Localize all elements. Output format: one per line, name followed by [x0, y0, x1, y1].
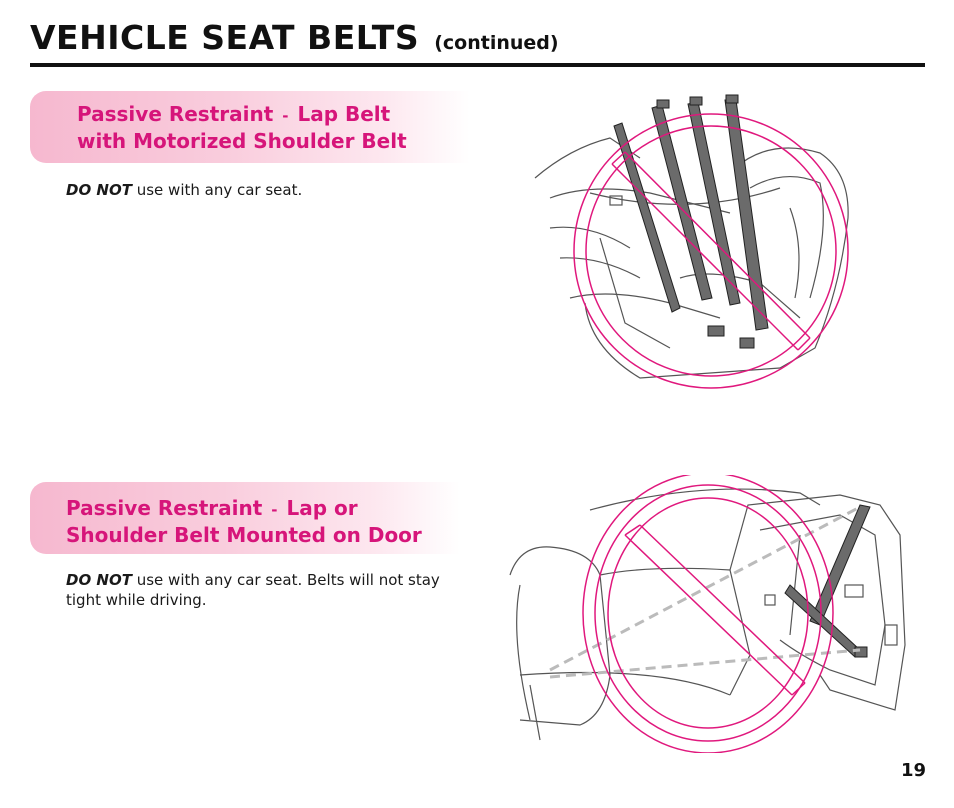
- section-2-heading-part1: Passive Restraint: [66, 496, 263, 520]
- section-2-warning-text: use with any car seat. Belts will not st…: [66, 571, 440, 609]
- section-2-warning: DO NOT use with any car seat. Belts will…: [66, 570, 446, 610]
- section-2-warning-emphasis: DO NOT: [66, 571, 132, 589]
- prohibited-door-mounted-belt-icon: [509, 475, 906, 753]
- section-2-heading-band: [30, 482, 460, 554]
- section-1-heading-separator: -: [282, 107, 289, 125]
- section-1-warning: DO NOT use with any car seat.: [66, 180, 486, 200]
- section-2-heading-separator: -: [271, 501, 278, 519]
- page-title-subtitle: (continued): [434, 32, 559, 54]
- section-2-heading-line2: Shoulder Belt Mounted on Door: [66, 523, 422, 547]
- title-rule: [30, 63, 925, 67]
- section-1-warning-emphasis: DO NOT: [66, 181, 132, 199]
- section-2-heading-part2: Lap or: [286, 496, 358, 520]
- section-1-heading-band: [30, 91, 470, 163]
- page-title: VEHICLE SEAT BELTS (continued): [30, 18, 559, 57]
- section-1-heading-line2: with Motorized Shoulder Belt: [77, 129, 407, 153]
- prohibited-motorized-shoulder-belt-seat-icon: [534, 94, 849, 389]
- section-1-heading: Passive Restraint - Lap Belt with Motori…: [77, 102, 407, 154]
- page-number: 19: [900, 760, 926, 781]
- section-1-heading-part1: Passive Restraint: [77, 102, 274, 126]
- page-title-main: VEHICLE SEAT BELTS: [30, 18, 420, 57]
- section-2-heading: Passive Restraint - Lap or Shoulder Belt…: [66, 496, 422, 548]
- section-1-heading-part2: Lap Belt: [297, 102, 391, 126]
- section-1-warning-text: use with any car seat.: [131, 181, 303, 199]
